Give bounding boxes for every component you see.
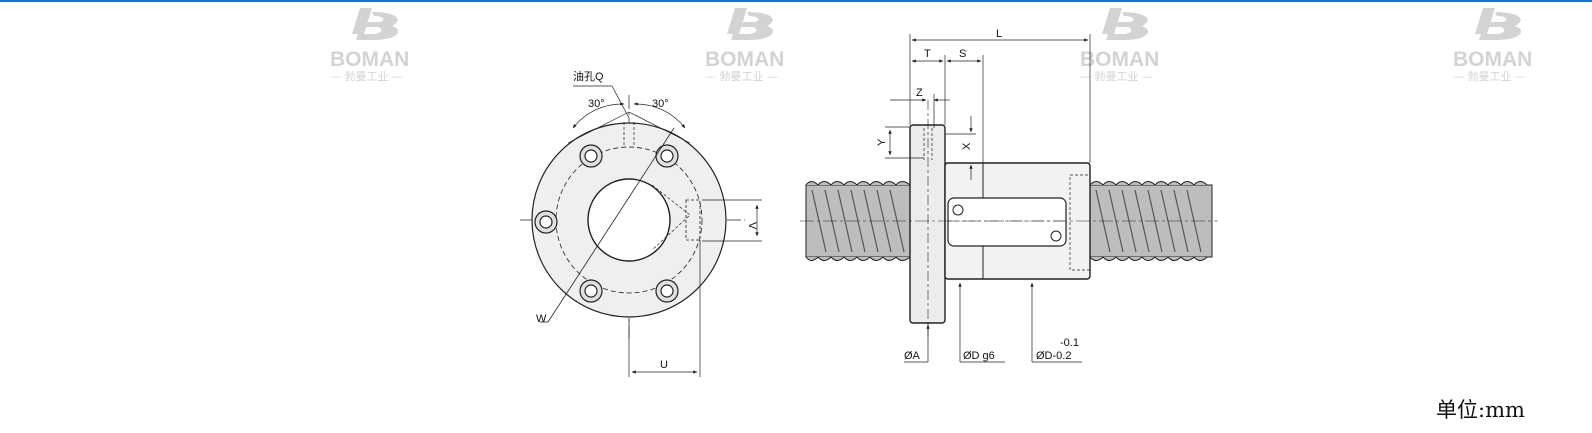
svg-text:BOMAN: BOMAN xyxy=(1453,48,1532,71)
bore xyxy=(587,178,671,262)
s-label: S xyxy=(959,48,966,60)
tolerance-upper-label: -0.1 xyxy=(1060,337,1079,349)
angle-right-label: 30° xyxy=(652,98,669,110)
u-label: U xyxy=(660,359,668,371)
t-label: T xyxy=(924,48,931,60)
watermark-logo-2: BOMAN — 勃曼工业 — xyxy=(705,8,784,83)
svg-text:— 勃曼工业 —: — 勃曼工业 — xyxy=(330,70,403,83)
svg-text:BOMAN: BOMAN xyxy=(705,48,784,71)
svg-text:BOMAN: BOMAN xyxy=(1080,48,1159,71)
x-label: X xyxy=(961,142,973,150)
z-label: Z xyxy=(916,87,923,99)
svg-text:BOMAN: BOMAN xyxy=(330,48,409,71)
v-label: V xyxy=(746,222,758,230)
w-label: W xyxy=(536,313,547,325)
top-accent-line xyxy=(0,0,1592,2)
y-label: Y xyxy=(876,138,888,146)
unit-label: 单位:mm xyxy=(1436,398,1525,422)
watermark-logo-4: BOMAN — 勃曼工业 — xyxy=(1453,8,1532,83)
watermark-logo-1: BOMAN — 勃曼工业 — xyxy=(330,8,409,83)
nut-flange xyxy=(909,124,946,324)
dia-d-g6-label: ØD g6 xyxy=(963,350,995,362)
front-view xyxy=(520,85,762,377)
svg-text:— 勃曼工业 —: — 勃曼工业 — xyxy=(1080,70,1153,83)
svg-text:— 勃曼工业 —: — 勃曼工业 — xyxy=(1453,70,1526,83)
dia-d-tol-label: ØD-0.2 xyxy=(1036,350,1071,362)
l-label: L xyxy=(996,28,1002,40)
watermark-logo-3: BOMAN — 勃曼工业 — xyxy=(1080,8,1159,83)
dia-a-label: ØA xyxy=(904,350,921,362)
svg-text:— 勃曼工业 —: — 勃曼工业 — xyxy=(705,70,778,83)
oil-hole-label: 油孔Q xyxy=(573,69,604,83)
bolt-hole xyxy=(534,144,679,303)
angle-left-label: 30° xyxy=(588,98,605,110)
side-view xyxy=(800,34,1218,363)
